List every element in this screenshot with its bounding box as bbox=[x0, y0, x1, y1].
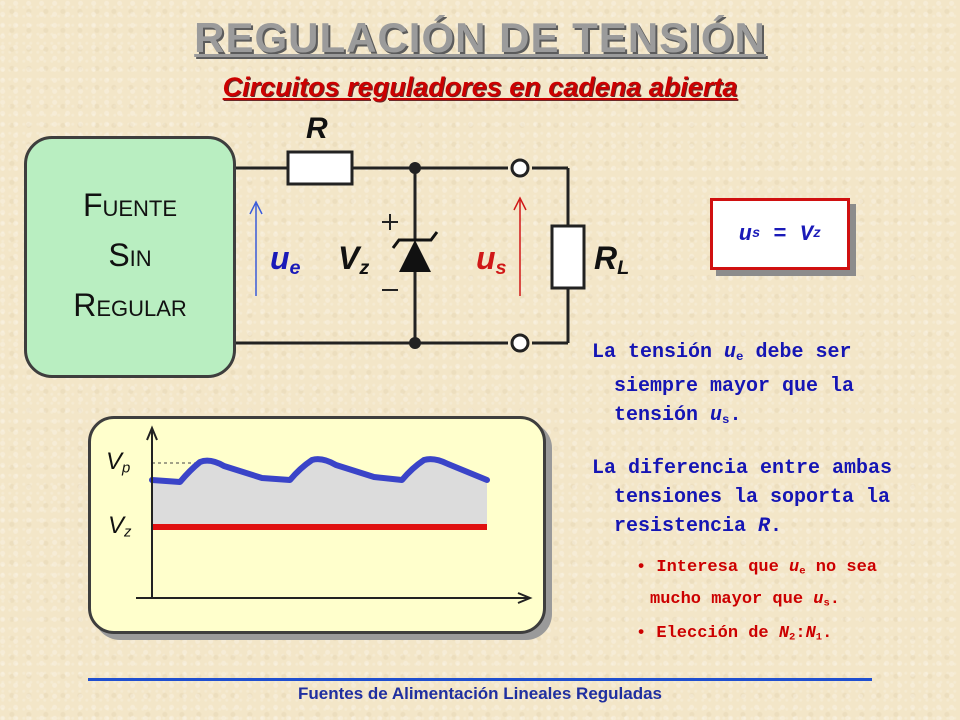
resistor-label: R bbox=[306, 112, 328, 145]
bullet-turns-ratio: • Elección de N2:N1. bbox=[636, 624, 833, 644]
output-voltage-label: us bbox=[476, 240, 507, 279]
ripple-fill-area bbox=[152, 460, 487, 527]
footer-divider bbox=[88, 678, 872, 681]
zener-voltage-label: Vz bbox=[338, 240, 370, 279]
y-axis-arrow bbox=[146, 425, 158, 441]
load-resistor-label: RL bbox=[594, 240, 630, 279]
vp-label: Vp bbox=[106, 448, 131, 477]
page-title: REGULACIÓN DE TENSIÓN bbox=[194, 14, 766, 61]
vz-label: Vz bbox=[108, 512, 132, 541]
rectified-ripple-curve bbox=[149, 456, 490, 485]
paragraph-voltage-difference: La diferencia entre ambas tensiones la s… bbox=[592, 457, 893, 538]
terminal-top bbox=[510, 158, 530, 178]
unregulated-source-box: FUENTE SIN REGULAR bbox=[24, 136, 236, 378]
zener-bar bbox=[391, 231, 439, 249]
source-line-2: SIN bbox=[108, 237, 152, 273]
resistor-r bbox=[286, 150, 354, 186]
output-arrow-head bbox=[513, 196, 527, 211]
page-subtitle: Circuitos reguladores en cadena abierta bbox=[222, 72, 738, 102]
input-arrow-head bbox=[249, 200, 263, 215]
zener-diode bbox=[399, 240, 431, 272]
input-voltage-label: ue bbox=[270, 240, 301, 279]
x-axis-arrow bbox=[517, 592, 533, 604]
terminal-bottom bbox=[510, 333, 530, 353]
bullet-input-not-much-greater: • Interesa que ue no sea mucho mayor que… bbox=[636, 558, 877, 610]
footer-text: Fuentes de Alimentación Lineales Regulad… bbox=[297, 684, 663, 703]
source-line-1: FUENTE bbox=[82, 187, 178, 223]
paragraph-input-greater: La tensión ue debe ser siempre mayor que… bbox=[592, 341, 855, 428]
source-line-3: REGULAR bbox=[73, 287, 187, 323]
